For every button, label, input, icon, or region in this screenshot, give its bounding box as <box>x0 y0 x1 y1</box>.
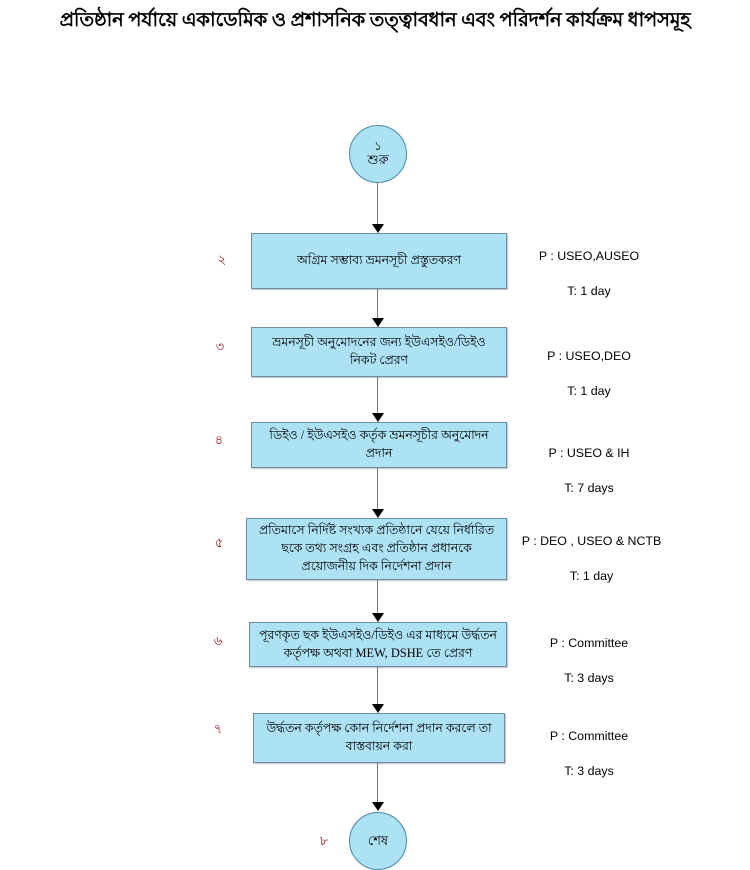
process-box-6[interactable]: পূরণকৃত ছক ইউএসইও/ডিইও এর মাধ্যমে উর্দ্ধ… <box>249 622 507 667</box>
annotation-2: P : USEO,AUSEO T: 1 day <box>514 230 664 318</box>
end-terminator: শেষ <box>349 812 407 870</box>
step-number-3: ৩ <box>215 339 225 354</box>
annotation-4-performer: P : USEO & IH <box>548 445 630 460</box>
step-number-7: ৭ <box>213 721 223 736</box>
page-title: প্রতিষ্ঠান পর্যায়ে একাডেমিক ও প্রশাসনিক… <box>59 10 691 31</box>
annotation-5-time: T: 1 day <box>569 568 614 583</box>
start-label: শুরু <box>367 152 389 168</box>
process-box-5-text: প্রতিমাসে নির্দিষ্ট সংখ্যক প্রতিষ্ঠানে য… <box>258 523 495 573</box>
annotation-6-time: T: 3 days <box>564 670 614 685</box>
annotation-4: P : USEO & IH T: 7 days <box>514 427 664 515</box>
start-number: ১ <box>374 138 382 153</box>
annotation-7-performer: P : Committee <box>549 728 629 743</box>
connector-step2-to-step3 <box>371 289 385 327</box>
annotation-5-performer: P : DEO , USEO & NCTB <box>521 533 662 548</box>
process-box-4-text: ডিইও / ইউএসইও কর্তৃক ভ্রমনসূচীর অনুমোদন … <box>269 428 489 460</box>
annotation-3-performer: P : USEO,DEO <box>547 348 631 363</box>
step-number-5: ৫ <box>214 535 224 550</box>
annotation-6: P : Committee T: 3 days <box>514 617 664 705</box>
annotation-2-performer: P : USEO,AUSEO <box>538 248 640 263</box>
annotation-5: P : DEO , USEO & NCTB T: 1 day <box>514 515 669 603</box>
annotation-4-time: T: 7 days <box>564 480 614 495</box>
process-box-5[interactable]: প্রতিমাসে নির্দিষ্ট সংখ্যক প্রতিষ্ঠানে য… <box>246 518 507 580</box>
connector-step7-to-end <box>371 763 385 811</box>
annotation-7-time: T: 3 days <box>564 763 614 778</box>
process-box-3-text: ভ্রমনসূচী অনুমোদনের জন্য ইউএসইও/ডিইও নিক… <box>272 335 486 367</box>
start-terminator: ১ শুরু <box>349 125 407 183</box>
annotation-3: P : USEO,DEO T: 1 day <box>514 330 664 418</box>
connector-step4-to-step5 <box>371 468 385 518</box>
step-number-8: ৮ <box>319 833 329 848</box>
annotation-6-performer: P : Committee <box>549 635 629 650</box>
process-box-6-text: পূরণকৃত ছক ইউএসইও/ডিইও এর মাধ্যমে উর্দ্ধ… <box>259 627 497 660</box>
connector-step5-to-step6 <box>371 580 385 622</box>
end-label: শেষ <box>367 832 389 848</box>
step-number-4: ৪ <box>214 432 224 447</box>
process-box-2[interactable]: অগ্রিম সম্ভাব্য ভ্রমনসূচী প্রস্তুতকরণ <box>251 233 507 289</box>
process-box-4[interactable]: ডিইও / ইউএসইও কর্তৃক ভ্রমনসূচীর অনুমোদন … <box>251 422 507 468</box>
step-number-6: ৬ <box>213 633 223 648</box>
annotation-7: P : Committee T: 3 days <box>514 710 664 798</box>
process-box-2-text: অগ্রিম সম্ভাব্য ভ্রমনসূচী প্রস্তুতকরণ <box>296 253 462 267</box>
connector-start-to-step2 <box>371 183 385 233</box>
process-box-7-text: উর্দ্ধতন কর্তৃপক্ষ কোন নির্দেশনা প্রদান … <box>266 721 492 753</box>
process-box-3[interactable]: ভ্রমনসূচী অনুমোদনের জন্য ইউএসইও/ডিইও নিক… <box>251 327 507 377</box>
connector-step6-to-step7 <box>371 667 385 713</box>
connector-step3-to-step4 <box>371 377 385 422</box>
annotation-3-time: T: 1 day <box>567 383 611 398</box>
step-number-2: ২ <box>217 252 227 267</box>
process-box-7[interactable]: উর্দ্ধতন কর্তৃপক্ষ কোন নির্দেশনা প্রদান … <box>253 713 505 763</box>
annotation-2-time: T: 1 day <box>567 283 611 298</box>
